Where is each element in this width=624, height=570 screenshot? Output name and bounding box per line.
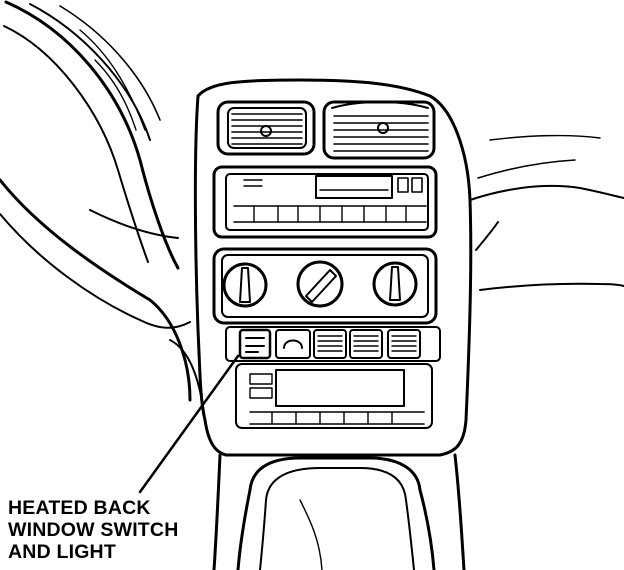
heated-window-switch-icon xyxy=(238,328,272,360)
callout-line-1: HEATED BACK xyxy=(8,497,151,519)
control-knob-icon xyxy=(212,247,438,325)
switch-panel xyxy=(225,326,441,362)
steering-wheel-icon xyxy=(0,0,206,421)
center-console xyxy=(193,78,624,570)
callout-line-3: AND LIGHT xyxy=(8,541,116,563)
radio-cassette-icon xyxy=(212,165,438,239)
air-vent-icon xyxy=(216,100,436,160)
callout-line-2: WINDOW SWITCH xyxy=(8,519,179,541)
display-panel xyxy=(235,363,433,429)
gear-selector-icon xyxy=(236,456,436,570)
callout-label: HEATED BACK WINDOW SWITCH AND LIGHT xyxy=(8,497,178,563)
leader-line xyxy=(138,354,240,494)
